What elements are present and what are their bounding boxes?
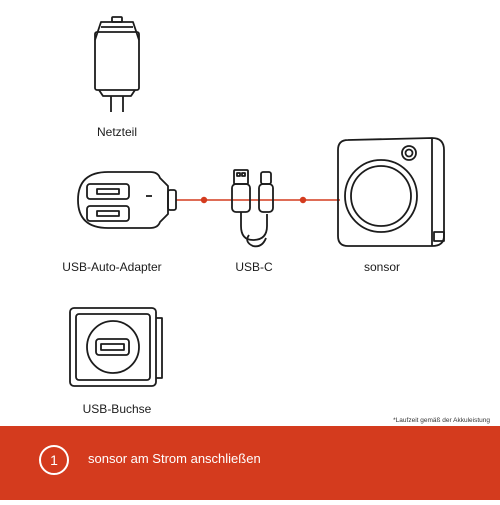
- footnote: *Laufzeit gemäß der Akkuleistung: [393, 417, 490, 424]
- power-supply-icon: [94, 16, 140, 112]
- sensor-label: sonsor: [363, 260, 401, 274]
- usb-c-cable-icon: [231, 169, 274, 248]
- usb-socket-icon: [69, 307, 163, 387]
- power-supply-label: Netzteil: [96, 125, 137, 139]
- step-number-badge: 1: [39, 445, 69, 475]
- car-adapter-label: USB-Auto-Adapter: [62, 260, 162, 274]
- car-adapter-icon: [77, 171, 177, 229]
- sensor-icon: [337, 137, 445, 247]
- instruction-banner: [0, 426, 500, 500]
- usb-c-label: USB-C: [235, 260, 273, 274]
- connection-line: [176, 196, 340, 204]
- usb-socket-label: USB-Buchse: [82, 402, 152, 416]
- step-instruction: sonsor am Strom anschließen: [88, 451, 261, 466]
